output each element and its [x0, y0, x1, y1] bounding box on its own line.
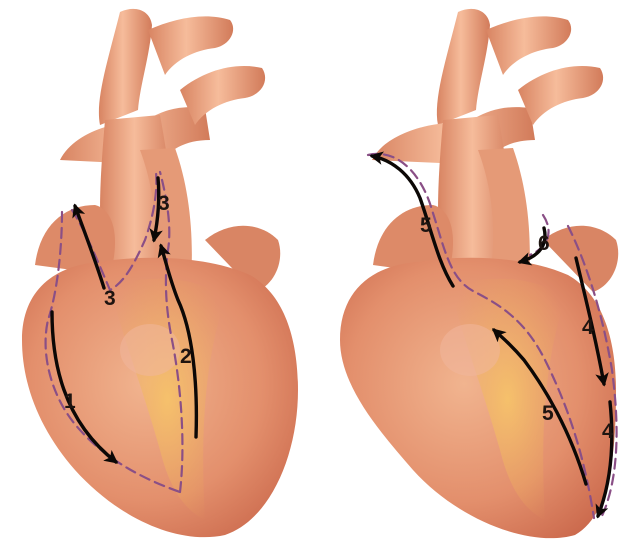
right-label-step5-upper: 5: [420, 214, 432, 237]
left-heart: 1 2 3 3: [22, 9, 298, 537]
right-label-step4-lower: 4: [602, 420, 614, 443]
right-label-step5-lower: 5: [542, 402, 554, 425]
right-label-step6: 6: [538, 232, 550, 255]
left-label-step3-bottom: 3: [104, 287, 116, 310]
left-label-step3-top: 3: [158, 192, 170, 215]
left-label-step2: 2: [180, 345, 192, 368]
left-label-step1: 1: [64, 390, 76, 413]
right-heart: 4 4 5 5 6: [340, 9, 618, 538]
right-label-step4-upper: 4: [582, 316, 594, 339]
